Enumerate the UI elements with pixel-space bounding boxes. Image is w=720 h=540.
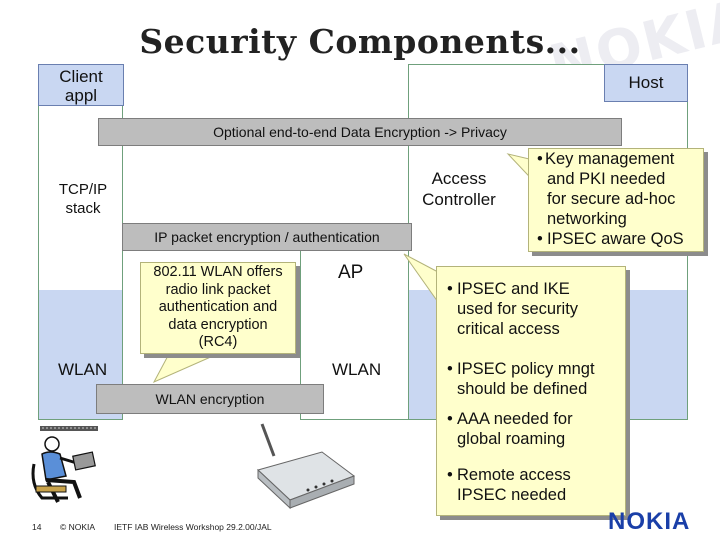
tcpip-stack-label: TCP/IP stack xyxy=(48,180,118,218)
host-label: Host xyxy=(628,73,664,92)
bullet-icon: • xyxy=(447,466,453,484)
host-box: Host xyxy=(604,64,688,102)
wlan-right-label: WLAN xyxy=(332,360,382,379)
ipsec-line: IPSEC needed xyxy=(457,486,567,504)
key-mgmt-item: • Key management and PKI needed for secu… xyxy=(537,149,703,229)
slide-title: Security Components... xyxy=(139,22,581,61)
key-mgmt-line: networking xyxy=(547,210,627,228)
bullet-icon: • xyxy=(537,230,543,248)
ipsec-item: • AAA needed for global roaming xyxy=(447,409,625,449)
wlan-encryption-bar: WLAN encryption xyxy=(96,384,324,414)
event-footer: IETF IAB Wireless Workshop 29.2.00/JAL xyxy=(114,522,272,532)
access-controller-label: Access Controller xyxy=(414,168,504,210)
ipsec-line: used for security xyxy=(457,300,579,318)
wlan-left-label: WLAN xyxy=(58,360,108,379)
key-mgmt-item: • IPSEC aware QoS xyxy=(537,229,703,249)
page-number: 14 xyxy=(32,522,42,532)
wlan-offers-line: authentication and xyxy=(158,299,278,315)
ipsec-item: • Remote access IPSEC needed xyxy=(447,465,625,505)
ipsec-line: Remote access xyxy=(457,466,571,484)
ap-label: AP xyxy=(338,262,364,283)
wlan-offers-line: (RC4) xyxy=(198,334,238,350)
ip-encryption-bar: IP packet encryption / authentication xyxy=(122,223,412,251)
ipsec-line: AAA needed for xyxy=(457,410,573,428)
ipsec-item: • IPSEC policy mngt should be defined xyxy=(447,359,625,399)
access-point-device-illustration xyxy=(257,423,356,510)
bullet-icon: • xyxy=(447,360,453,378)
wlan-offers-line: radio link packet xyxy=(165,281,271,298)
ipsec-line: critical access xyxy=(457,320,560,338)
ipsec-line: IPSEC and IKE xyxy=(457,280,570,298)
wlan-offers-line: 802.11 WLAN offers xyxy=(153,264,283,280)
access-controller-line2: Controller xyxy=(422,190,496,209)
client-appl-box: Client appl xyxy=(38,64,124,106)
ipsec-item: • IPSEC and IKE used for security critic… xyxy=(447,279,625,339)
bullet-icon: • xyxy=(447,410,453,428)
tcpip-line2: stack xyxy=(65,200,101,217)
bullet-icon: • xyxy=(537,150,543,168)
key-mgmt-line: and PKI needed xyxy=(547,170,666,188)
key-mgmt-line: Key management xyxy=(545,150,675,168)
wlan-offers-callout: 802.11 WLAN offers radio link packet aut… xyxy=(140,262,296,354)
copyright: © NOKIA xyxy=(60,522,96,532)
ipsec-callout: • IPSEC and IKE used for security critic… xyxy=(436,266,626,516)
ipsec-line: should be defined xyxy=(457,380,588,398)
access-controller-line1: Access xyxy=(431,169,487,188)
e2e-encryption-bar: Optional end-to-end Data Encryption -> P… xyxy=(98,118,622,146)
laptop-user-illustration xyxy=(31,426,98,503)
tcpip-line1: TCP/IP xyxy=(58,181,108,198)
key-mgmt-line: IPSEC aware QoS xyxy=(547,230,684,248)
wlan-offers-line: data encryption xyxy=(168,316,268,333)
client-appl-label: Client appl xyxy=(59,67,103,105)
ipsec-line: global roaming xyxy=(457,430,566,448)
ipsec-line: IPSEC policy mngt xyxy=(457,360,595,378)
bullet-icon: • xyxy=(447,280,453,298)
nokia-logo: NOKIA xyxy=(608,508,691,535)
key-mgmt-line: for secure ad-hoc xyxy=(547,190,676,208)
key-mgmt-callout: • Key management and PKI needed for secu… xyxy=(528,148,704,252)
